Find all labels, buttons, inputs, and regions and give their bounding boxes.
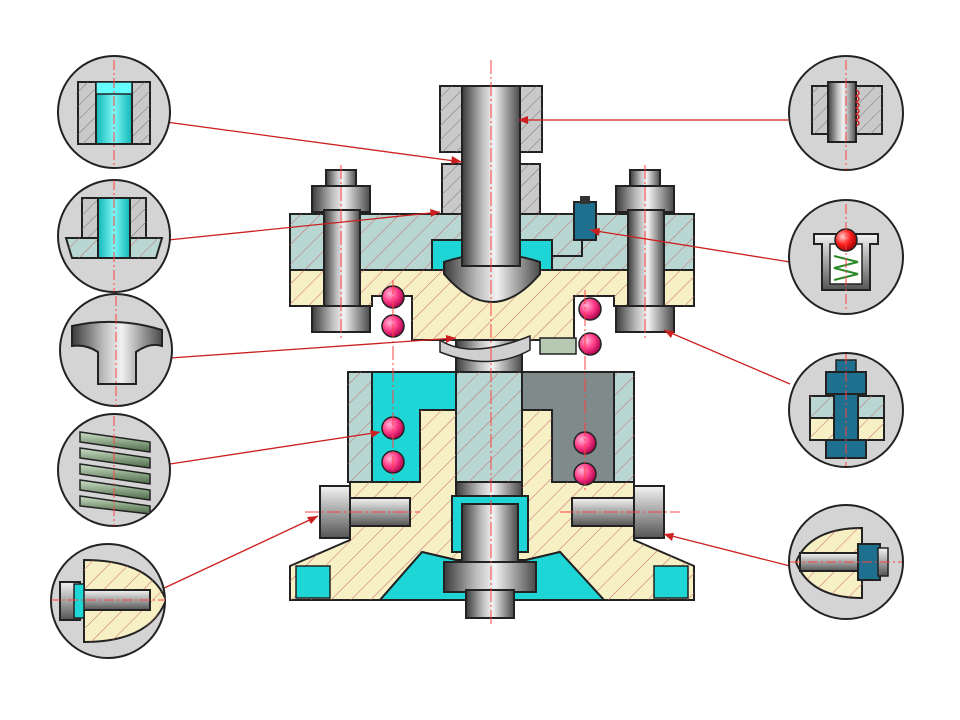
leader-arrowheads bbox=[307, 116, 674, 541]
threaded-sleeve-callout bbox=[788, 55, 904, 171]
flanged-bushing-callout bbox=[57, 179, 171, 293]
main-assembly bbox=[289, 60, 695, 625]
ball-detent bbox=[552, 196, 597, 257]
compression-spring-callout bbox=[57, 413, 171, 527]
spring-coils bbox=[381, 285, 602, 486]
side-bolt-right-callout bbox=[788, 504, 904, 620]
center-lines bbox=[305, 60, 680, 625]
bottom-nut bbox=[443, 495, 537, 619]
stud-bolt-right bbox=[615, 169, 675, 333]
plunger-head-callout bbox=[59, 293, 173, 407]
side-bolt-left-callout bbox=[50, 543, 166, 659]
stud-bolt-callout bbox=[788, 352, 904, 468]
ball-detent-callout bbox=[788, 199, 904, 315]
leader-lines bbox=[159, 119, 791, 591]
bushing-callout bbox=[57, 55, 171, 169]
